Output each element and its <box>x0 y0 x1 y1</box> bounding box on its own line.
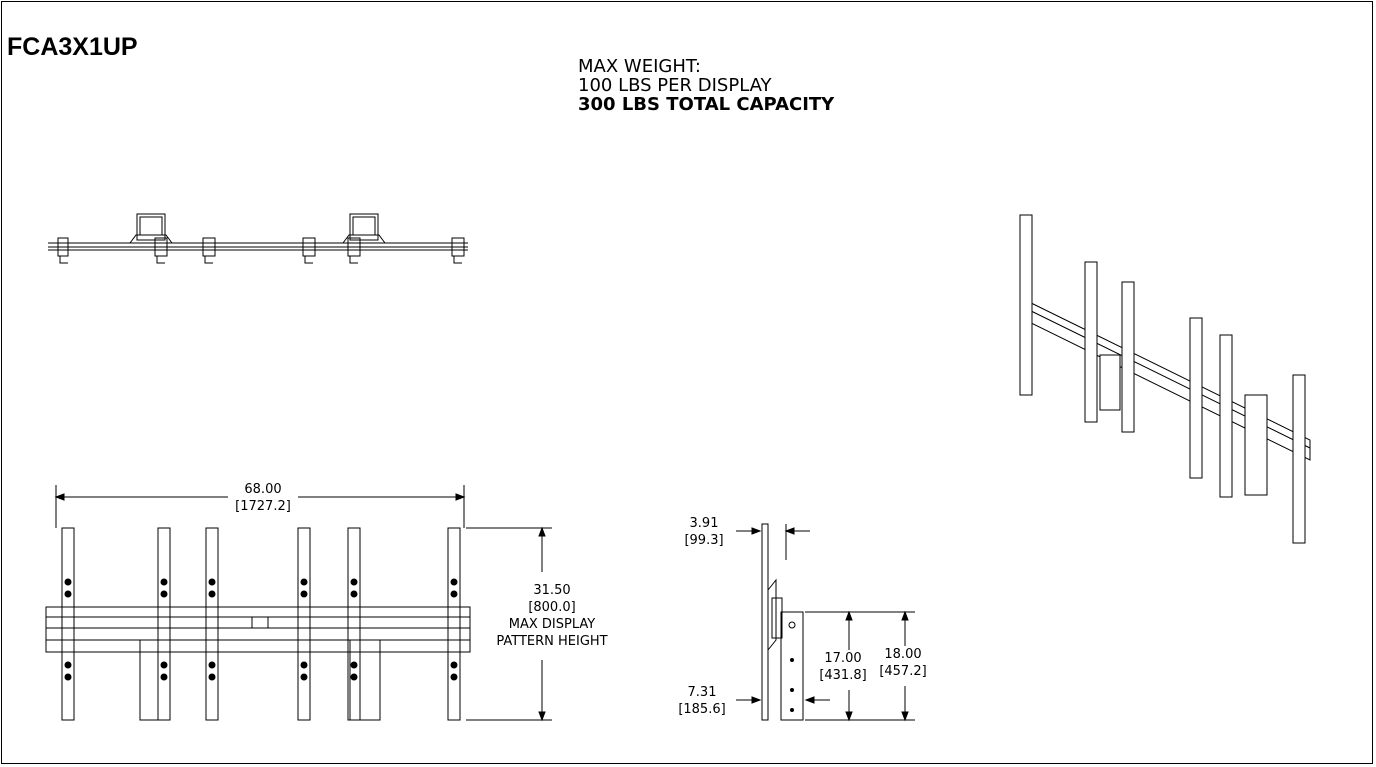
model-number: FCA3X1UP <box>7 33 138 61</box>
weight-specs: MAX WEIGHT: 100 LBS PER DISPLAY 300 LBS … <box>578 57 834 114</box>
width-dimension: 68.00 [1727.2] <box>228 481 298 515</box>
spec-line-2: 100 LBS PER DISPLAY <box>578 75 772 96</box>
height-note-1: MAX DISPLAY <box>508 617 596 632</box>
offset-inches: 7.31 <box>687 685 717 700</box>
height-dimension: 31.50 [800.0] MAX DISPLAY PATTERN HEIGHT <box>492 582 612 650</box>
height2-inches: 18.00 <box>884 647 922 662</box>
height-inches: 31.50 <box>533 583 571 598</box>
height-note-2: PATTERN HEIGHT <box>496 634 608 649</box>
depth-dimension: 3.91 [99.3] <box>674 515 734 549</box>
height2-dimension: 18.00 [457.2] <box>872 646 934 680</box>
height-mm: [800.0] <box>528 600 576 615</box>
spec-line-3: 300 LBS TOTAL CAPACITY <box>578 94 835 115</box>
height1-inches: 17.00 <box>824 651 862 666</box>
width-inches: 68.00 <box>244 482 282 497</box>
height2-mm: [457.2] <box>879 664 927 679</box>
depth-inches: 3.91 <box>689 516 719 531</box>
spec-line-1: MAX WEIGHT: <box>578 56 701 77</box>
offset-dimension: 7.31 [185.6] <box>672 684 732 718</box>
height1-mm: [431.8] <box>819 668 867 683</box>
width-mm: [1727.2] <box>235 499 291 514</box>
offset-mm: [185.6] <box>678 702 726 717</box>
height1-dimension: 17.00 [431.8] <box>812 650 874 684</box>
depth-mm: [99.3] <box>684 533 724 548</box>
